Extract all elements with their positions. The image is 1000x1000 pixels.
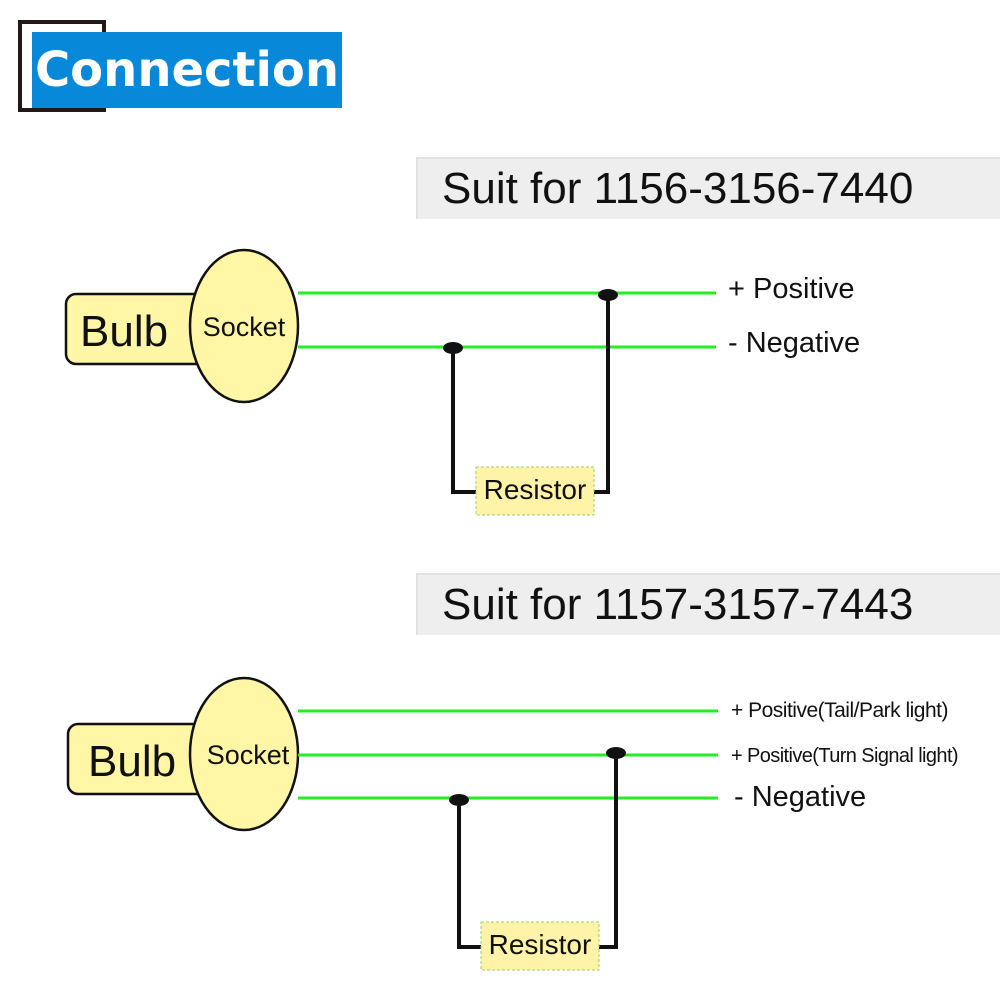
- resistor-lead-left-1: [451, 348, 477, 494]
- wire-label-negative-1: - Negative: [728, 327, 860, 359]
- resistor-lead-right-2: [598, 753, 618, 949]
- resistor-2: [480, 921, 600, 971]
- resistor-lead-left-2: [457, 800, 482, 949]
- resistor-label-1: Resistor: [484, 474, 587, 505]
- wire-label-negative-2: - Negative: [734, 781, 866, 813]
- socket-label-1: Socket: [203, 312, 286, 342]
- socket-label-2: Socket: [207, 740, 290, 770]
- wire-label-positive-tail-2: + Positive(Tail/Park light): [731, 699, 948, 722]
- bulb-label-2: Bulb: [88, 737, 176, 786]
- diagram-2: Bulb Socket + Positive(Tail/Park light) …: [66, 676, 959, 971]
- bulb-label-1: Bulb: [80, 307, 168, 356]
- wire-label-positive-turn-2: + Positive(Turn Signal light): [731, 745, 958, 767]
- suit-label-2: Suit for 1157-3157-7443: [416, 573, 1000, 635]
- resistor-label-2: Resistor: [489, 929, 592, 960]
- socket-1: [188, 248, 300, 404]
- page-title: Connection: [32, 32, 342, 108]
- diagram-1: Bulb Socket + Positive - Negative Resist…: [64, 248, 860, 516]
- suit-label-1: Suit for 1156-3156-7440: [416, 157, 1000, 219]
- resistor-lead-right-1: [592, 295, 610, 494]
- resistor-1: [475, 466, 595, 516]
- wire-label-positive-1: + Positive: [728, 273, 855, 305]
